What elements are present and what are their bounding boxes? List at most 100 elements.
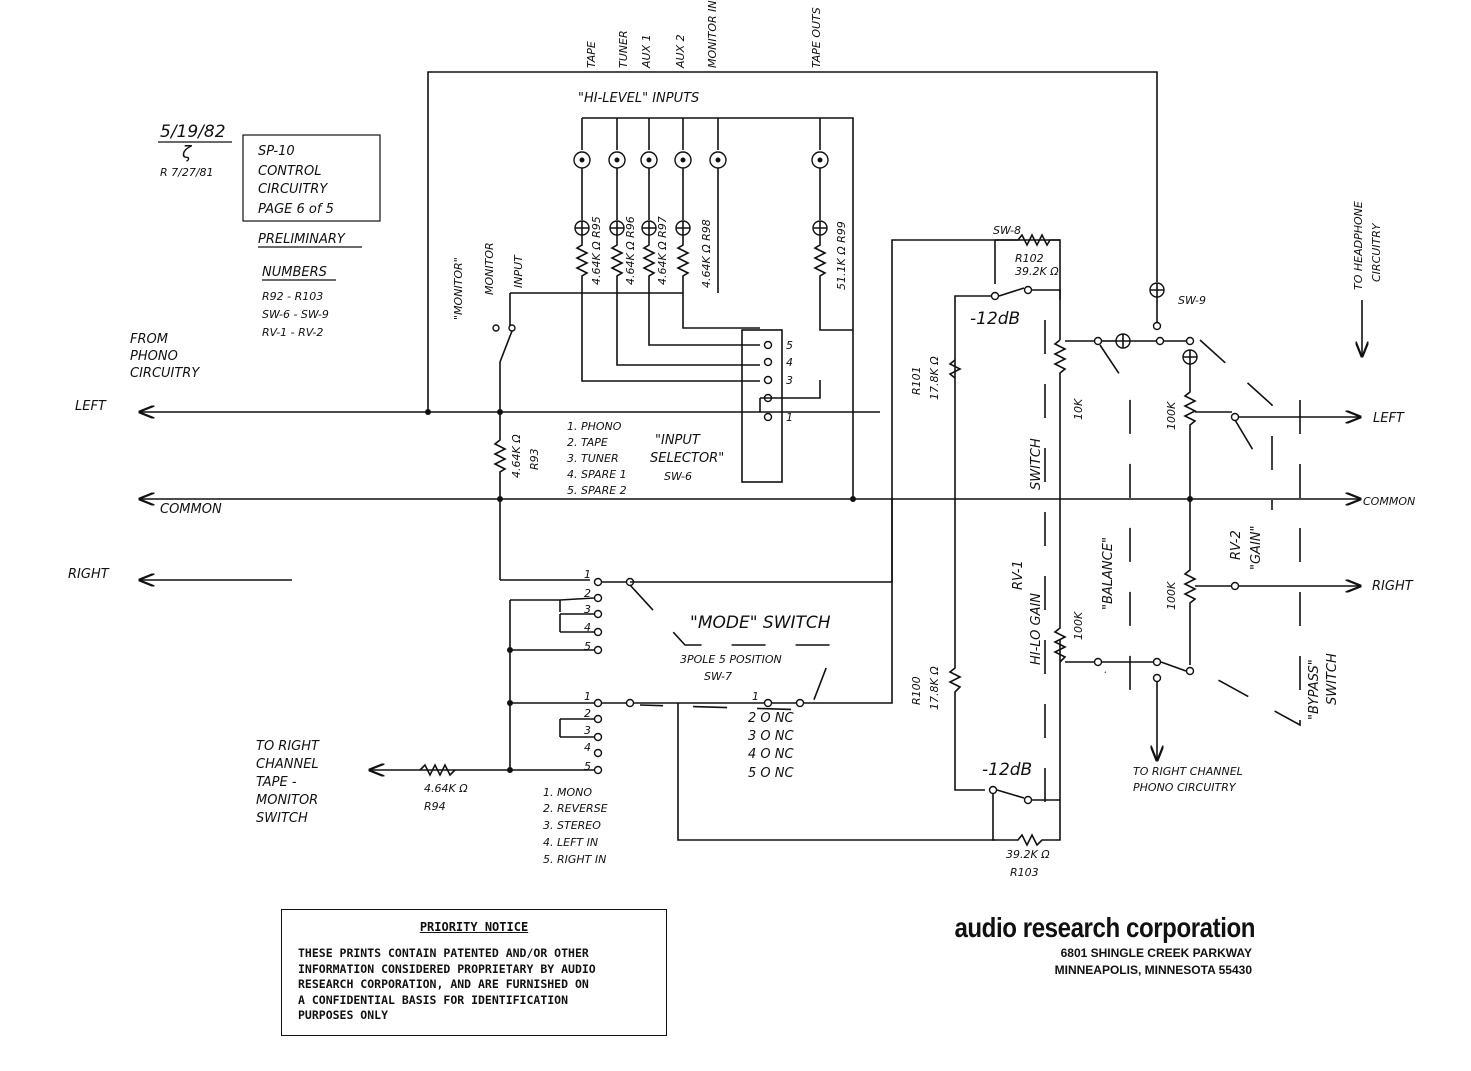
rv2-name: "GAIN" <box>1249 526 1264 570</box>
company-name: audio research corporation <box>954 912 1256 943</box>
title-line-2: CONTROL <box>258 164 321 179</box>
to-right-5: SWITCH <box>256 811 308 826</box>
jack-ground-rail <box>582 117 854 499</box>
numbers-line-2: SW-6 - SW-9 <box>262 308 329 321</box>
from-phono-1: FROM <box>130 332 168 347</box>
notice-line-5: PURPOSES ONLY <box>298 1008 389 1022</box>
r101-value: 17.8K Ω <box>928 356 941 400</box>
rev-mark: ζ <box>181 143 193 163</box>
jack-label-tuner: TUNER <box>617 30 630 68</box>
sw7-lo-pin-2: 2 <box>584 707 591 720</box>
company-address-2: MINNEAPOLIS, MINNESOTA 55430 <box>1054 963 1252 977</box>
bypass-2: SWITCH <box>1325 653 1340 705</box>
sw7-nc-5: 5 O NC <box>748 766 794 781</box>
sw7-pos-2: 2. REVERSE <box>543 802 608 815</box>
priority-notice: PRIORITY NOTICE THESE PRINTS CONTAIN PAT… <box>281 909 667 1036</box>
sw7-pin-5: 5 <box>584 640 591 653</box>
top-feed-wire <box>427 71 1158 412</box>
balance-gang <box>1099 344 1131 692</box>
jack-label-tape: TAPE <box>585 41 598 68</box>
signal-buses: LEFT COMMON RIGHT FROM PHONO CIRCUITRY <box>68 332 1360 582</box>
sw6-pin-5: 5 <box>786 339 793 352</box>
to-phono-2: PHONO CIRCUITRY <box>1133 781 1237 794</box>
monitor-label: "MONITOR" <box>452 257 465 320</box>
sw7-pos-3: 3. STEREO <box>543 819 601 832</box>
pot-100k-top: 100K <box>1165 401 1178 430</box>
sw7-pin-3: 3 <box>584 603 591 616</box>
preliminary-label: PRELIMINARY <box>258 232 346 247</box>
sw7-lo-pin-5: 5 <box>584 760 591 773</box>
rca-jack-icon <box>573 151 829 169</box>
common-label: COMMON <box>160 502 222 517</box>
date: 5/19/82 <box>160 122 226 142</box>
out-right-label: RIGHT <box>1372 579 1414 594</box>
notice-line-1: THESE PRINTS CONTAIN PATENTED AND/OR OTH… <box>298 946 589 960</box>
bypass-1: "BYPASS" <box>1307 659 1322 720</box>
r93-ref: R93 <box>528 448 541 470</box>
sw7-pin-2: 2 <box>584 587 591 600</box>
sw7-nc-3: 3 O NC <box>748 729 794 744</box>
r100-value: 17.8K Ω <box>928 666 941 710</box>
out-common-label: COMMON <box>1363 495 1415 508</box>
bypass-gang <box>1199 400 1301 727</box>
r101-ref: R101 <box>910 366 923 395</box>
r94-ref: R94 <box>424 800 446 813</box>
sw6-pin-3: 3 <box>786 374 793 387</box>
r100-ref: R100 <box>910 676 923 705</box>
r96-label: 4.64K Ω R96 <box>624 216 637 285</box>
hi-level-inputs: TAPE TUNER AUX 1 AUX 2 MONITOR INPUT TAP… <box>509 0 856 502</box>
revision-date: R 7/27/81 <box>160 166 214 179</box>
sw7-pos-4: 4. LEFT IN <box>543 836 598 849</box>
sw7-c-pin-1: 1 <box>752 690 759 703</box>
input-resistors: 4.64K Ω R95 4.64K Ω R96 4.64K Ω R97 4.64… <box>509 195 848 328</box>
notice-line-4: A CONFIDENTIAL BASIS FOR IDENTIFICATION <box>298 992 569 1007</box>
to-headphone-2: CIRCUITRY <box>1370 222 1383 282</box>
mode-switch-gang <box>629 584 837 711</box>
jack-label-monitor: MONITOR INPUT <box>706 0 719 68</box>
to-headphone-1: TO HEADPHONE <box>1352 201 1365 290</box>
ferrite-bead-icon <box>574 168 828 236</box>
company-block: audio research corporation 6801 SHINGLE … <box>906 912 1256 978</box>
gain-gang-mid <box>1234 419 1266 471</box>
rv1-ref: RV-1 <box>1011 560 1026 590</box>
r95-label: 4.64K Ω R95 <box>590 216 603 285</box>
sw6-pos-2: 2. TAPE <box>567 436 608 449</box>
to-right-4: MONITOR <box>256 793 318 808</box>
title-line-4: PAGE 6 of 5 <box>258 202 334 217</box>
input-selector-body <box>741 329 783 483</box>
to-right-1: TO RIGHT <box>256 739 320 754</box>
mode-switch-subtitle-1: 3POLE 5 POSITION <box>680 653 782 666</box>
title-line-1: SP-10 <box>258 144 295 159</box>
mode-switch-subtitle-2: SW-7 <box>704 670 732 683</box>
to-phono-1: TO RIGHT CHANNEL <box>1133 765 1243 778</box>
right-label: RIGHT <box>68 567 110 582</box>
left-label: LEFT <box>75 399 107 414</box>
sw7-lo-pin-1: 1 <box>584 690 591 703</box>
switch-label: SWITCH <box>1029 438 1044 490</box>
sw6-title-3: SW-6 <box>664 470 692 483</box>
sw7-nc-4: 4 O NC <box>748 747 794 762</box>
jack-label-tape-outs: TAPE OUTS <box>810 7 823 68</box>
sw7-pin-4: 4 <box>584 621 591 634</box>
sw7-pin-1: 1 <box>584 568 591 581</box>
sw8-label: SW-8 <box>993 224 1021 237</box>
input-label: INPUT <box>512 254 525 288</box>
sw6-pin-4: 4 <box>786 356 793 369</box>
sw9-label: SW-9 <box>1178 294 1206 307</box>
from-phono-2: PHONO <box>130 349 178 364</box>
sw6-pos-4: 4. SPARE 1 <box>567 468 627 481</box>
priority-notice-body: THESE PRINTS CONTAIN PATENTED AND/OR OTH… <box>298 946 652 1024</box>
title-box <box>242 134 381 222</box>
to-right-2: CHANNEL <box>256 757 319 772</box>
jack-label-aux1: AUX 1 <box>640 34 653 69</box>
input-selector: 5 4 3 1 1. PHONO 2. TAPE 3. TUNER 4. SPA… <box>567 329 821 497</box>
r94-value: 4.64K Ω <box>424 782 468 795</box>
sw6-pin-1: 1 <box>786 411 793 424</box>
r102-value: 39.2K Ω <box>1015 265 1059 278</box>
output-section: SW-9 100K LEFT COMMON 100K RIGHT <box>1065 201 1415 794</box>
priority-notice-title: PRIORITY NOTICE <box>419 920 529 934</box>
hi-level-heading: "HI-LEVEL" INPUTS <box>578 91 699 106</box>
pot-100k-label: 100K <box>1072 611 1085 640</box>
r99-label: 51.1K Ω R99 <box>835 221 848 290</box>
